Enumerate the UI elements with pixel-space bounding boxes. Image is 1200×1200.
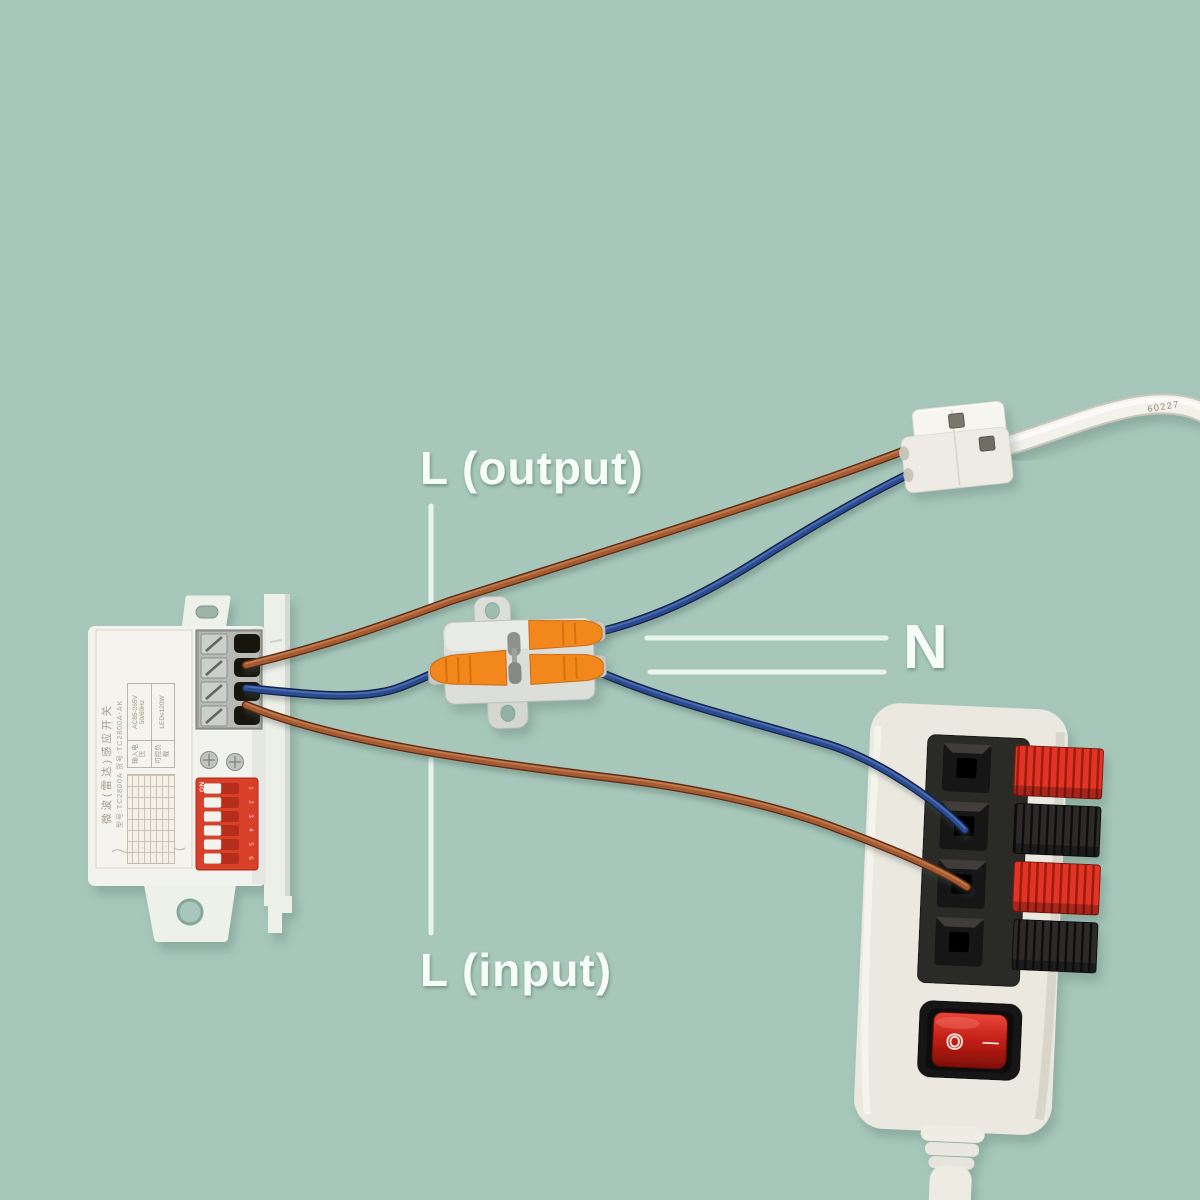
annotation-lines (428, 503, 889, 936)
terminal-block (195, 629, 263, 730)
connector-screw-hole-2 (978, 435, 996, 452)
module-label: 微波(雷达)感应开关 型号:TC2800A 货号:TC2800A-AK 输入电压… (97, 631, 192, 868)
label-live-input: L (input) (420, 944, 613, 996)
chassis-screws (200, 751, 244, 771)
spec-value: AC85-265V 50/60Hz (127, 683, 151, 741)
module-spec-table: 输入电压 AC85-265V 50/60Hz 可控负载 LED≤120W (127, 683, 175, 768)
label-live-output: L (output) (420, 442, 644, 494)
dip-position-numbers: 1 2 3 4 5 6 (247, 786, 253, 860)
spec-value: LED≤120W (151, 683, 175, 741)
spec-param: 可控负载 (151, 740, 175, 768)
module-label-title: 微波(雷达)感应开关 (101, 703, 113, 824)
connector-screw-hole-1 (947, 412, 965, 429)
wire-live-input-brown (246, 703, 967, 887)
lamp-terminal-connector (899, 400, 1014, 493)
spring-clips (1011, 744, 1104, 974)
terminal-screws (200, 633, 228, 727)
dip-on-label: ON (199, 781, 206, 792)
strip-power-cord (928, 1165, 972, 1200)
rail-shadow-edge (285, 594, 290, 906)
rocker-switch: O — (917, 1000, 1023, 1081)
rail-hook (268, 896, 292, 933)
dip-sliders (203, 783, 239, 864)
neutral-junction-connector (427, 596, 607, 729)
strain-relief (920, 1124, 985, 1200)
lever-right-top (528, 620, 603, 650)
bottom-tab-hole (176, 898, 204, 926)
rocker-on-symbol: — (982, 1034, 999, 1052)
module-settings-grid (127, 774, 175, 864)
power-strip: O — (854, 703, 1104, 1200)
lever-left (429, 649, 508, 686)
label-neutral: N (903, 613, 949, 682)
junction-levers (429, 620, 604, 686)
lamp-cable: 60227 (1006, 399, 1200, 446)
spec-param: 输入电压 (127, 740, 151, 768)
top-tab-slot (195, 605, 219, 619)
dip-switch (195, 777, 259, 871)
rocker-off-symbol: O (946, 1031, 963, 1055)
lever-right-bottom (529, 653, 604, 685)
module-label-model: 型号:TC2800A 货号:TC2800A-AK (117, 699, 124, 828)
